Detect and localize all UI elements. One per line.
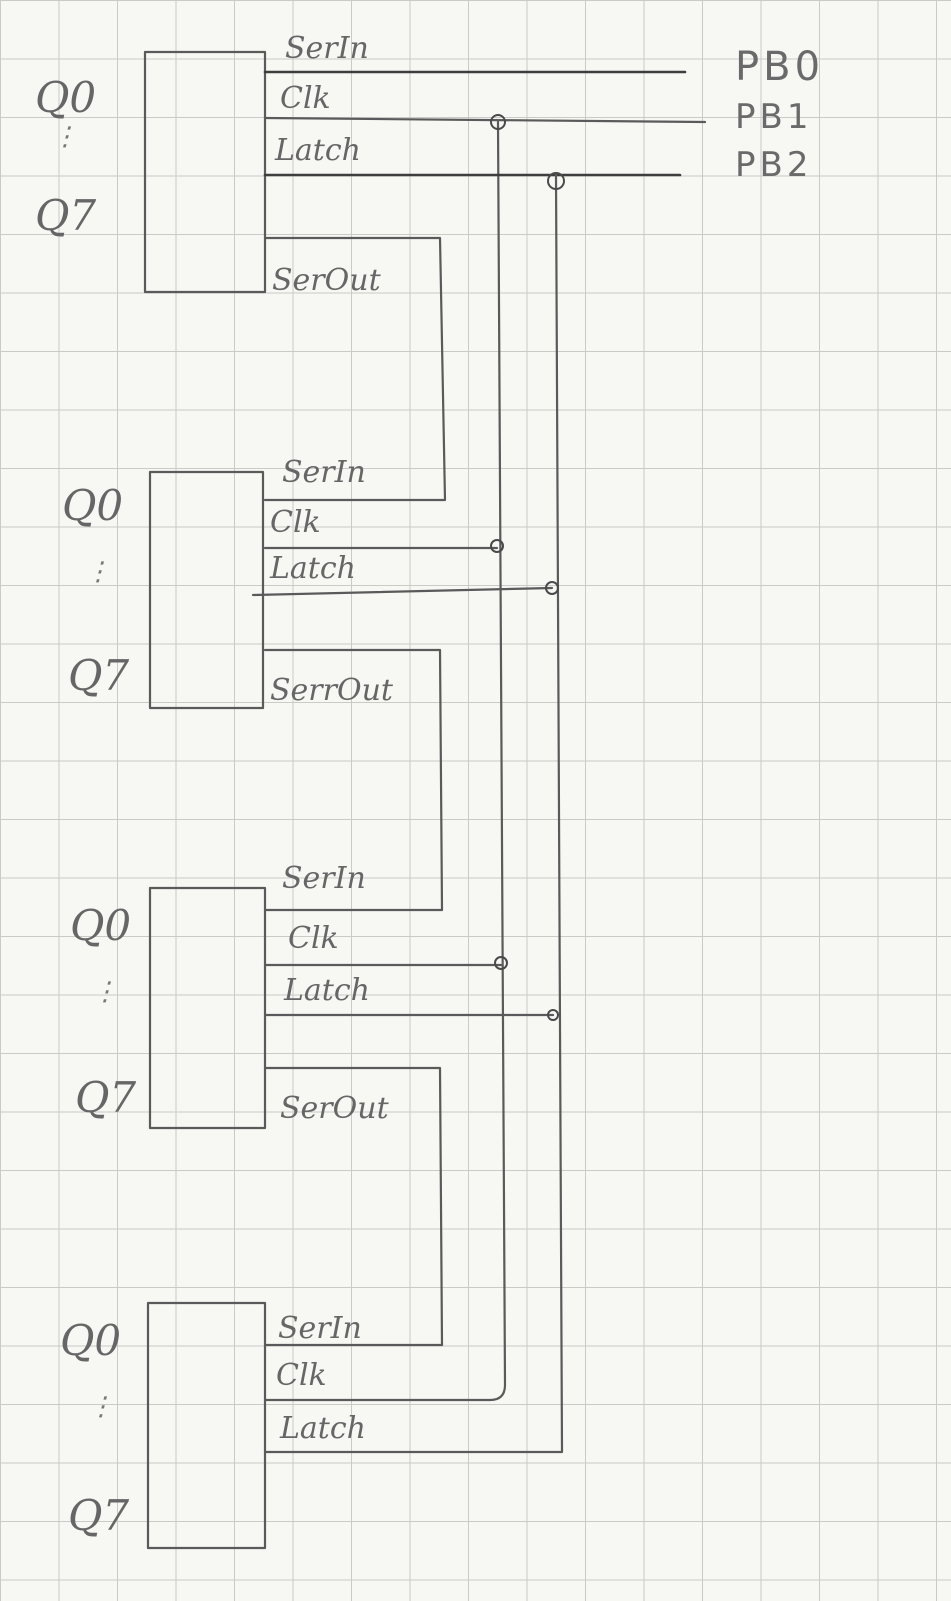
register-3-ellipsis: ⋮ (92, 977, 118, 1007)
register-2-pin-serin: SerIn (282, 455, 366, 490)
register-3-q-first: Q0 (70, 901, 131, 950)
shift-register-2: Q0 ⋮ Q7 SerIn Clk Latch SerrOut (62, 455, 394, 710)
register-4-pin-clk: Clk (276, 1358, 327, 1393)
register-1-pin-latch: Latch (274, 133, 361, 168)
wire-clk-bus (263, 120, 507, 1402)
wires (251, 70, 707, 1454)
register-4-box (146, 1301, 267, 1550)
register-2-q-first: Q0 (62, 481, 123, 530)
wire-serout1-serin2 (263, 236, 447, 502)
register-4-pin-serin: SerIn (278, 1311, 362, 1346)
register-3-pin-serout: SerOut (280, 1091, 390, 1126)
port-label-pb1: PB1 (735, 97, 812, 137)
register-1-box (143, 50, 267, 294)
wire-latch-register-2 (251, 586, 554, 597)
register-2-pin-serout: SerrOut (270, 673, 394, 708)
register-4-q-first: Q0 (60, 1316, 121, 1365)
register-1-pin-clk: Clk (280, 81, 331, 116)
wire-serout3-serin4 (263, 1066, 444, 1347)
register-4-ellipsis: ⋮ (88, 1392, 114, 1422)
register-1-q-last: Q7 (35, 191, 96, 240)
junctions (490, 114, 565, 1021)
shift-register-4: Q0 ⋮ Q7 SerIn Clk Latch (60, 1301, 366, 1550)
shift-register-1: Q0 ⋮ Q7 SerIn Clk Latch SerOut (35, 31, 382, 298)
register-2-pin-latch: Latch (269, 551, 356, 586)
port-label-pb0: PB0 (735, 44, 824, 90)
register-1-q-first: Q0 (35, 73, 96, 122)
register-1-pin-serin: SerIn (285, 31, 369, 66)
register-3-pin-serin: SerIn (282, 861, 366, 896)
junction-clk-top (490, 114, 506, 130)
port-label-pb2: PB2 (735, 145, 812, 185)
register-2-ellipsis: ⋮ (85, 557, 111, 587)
wire-pb1-clk-top (263, 116, 707, 124)
wire-latch-bus (263, 173, 564, 1454)
register-2-box (148, 470, 265, 710)
register-2-q-last: Q7 (68, 651, 129, 700)
junction-latch-register-2 (545, 581, 559, 595)
register-3-box (148, 886, 267, 1130)
register-3-q-last: Q7 (75, 1073, 136, 1122)
register-4-q-last: Q7 (68, 1491, 129, 1540)
junction-clk-register-3 (494, 956, 508, 970)
register-3-pin-latch: Latch (283, 973, 370, 1008)
register-4-pin-latch: Latch (279, 1411, 366, 1446)
register-2-pin-clk: Clk (270, 505, 321, 540)
wire-serout2-serin3 (263, 648, 444, 912)
register-1-pin-serout: SerOut (272, 263, 382, 298)
junction-latch-top (547, 172, 565, 190)
register-1-ellipsis: ⋮ (52, 122, 78, 152)
junction-clk-register-2 (490, 539, 504, 553)
junction-latch-register-3 (547, 1009, 559, 1021)
shift-register-3: Q0 ⋮ Q7 SerIn Clk Latch SerOut (70, 861, 390, 1130)
register-3-pin-clk: Clk (288, 921, 339, 956)
